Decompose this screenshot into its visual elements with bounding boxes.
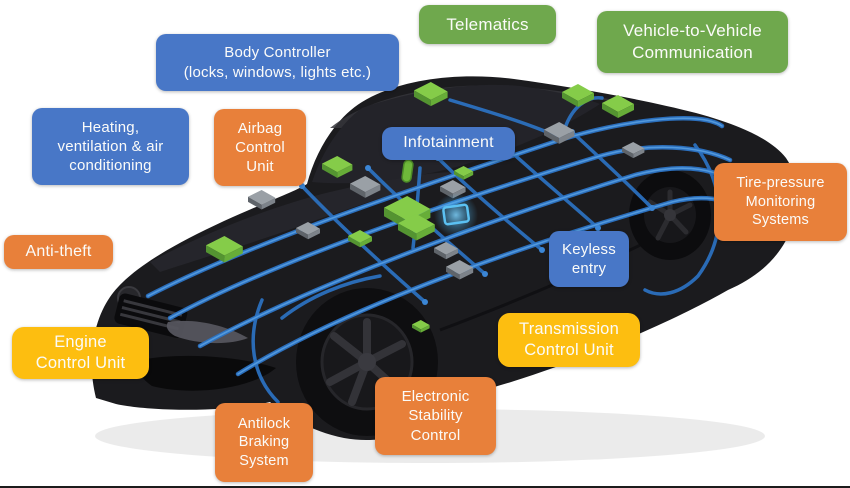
label-transmission-control-unit: Transmission Control Unit (498, 313, 640, 367)
bumper-intake (138, 355, 276, 391)
front-fascia (114, 286, 276, 391)
obd-connector-glow-icon (434, 193, 478, 237)
label-hvac: Heating, ventilation & air conditioning (32, 108, 189, 185)
ecu-module-icons (206, 82, 634, 333)
label-keyless-entry: Keyless entry (549, 231, 629, 287)
label-vehicle-to-vehicle-communication: Vehicle-to-Vehicle Communication (597, 11, 788, 73)
label-infotainment: Infotainment (382, 127, 515, 160)
label-engine-control-unit: Engine Control Unit (12, 327, 149, 379)
headlight-icon (166, 320, 248, 344)
label-antilock-braking-system: Antilock Braking System (215, 403, 313, 482)
bottom-border-line (0, 486, 850, 488)
ecu-cylinder-icon (401, 159, 414, 183)
label-anti-theft: Anti-theft (4, 235, 113, 269)
label-tire-pressure-monitoring: Tire-pressure Monitoring Systems (714, 163, 847, 241)
label-airbag-control-unit: Airbag Control Unit (214, 109, 306, 186)
label-telematics: Telematics (419, 5, 556, 44)
label-electronic-stability-control: Electronic Stability Control (375, 377, 496, 455)
rear-wheel (629, 170, 711, 260)
label-body-controller: Body Controller (locks, windows, lights … (156, 34, 399, 91)
